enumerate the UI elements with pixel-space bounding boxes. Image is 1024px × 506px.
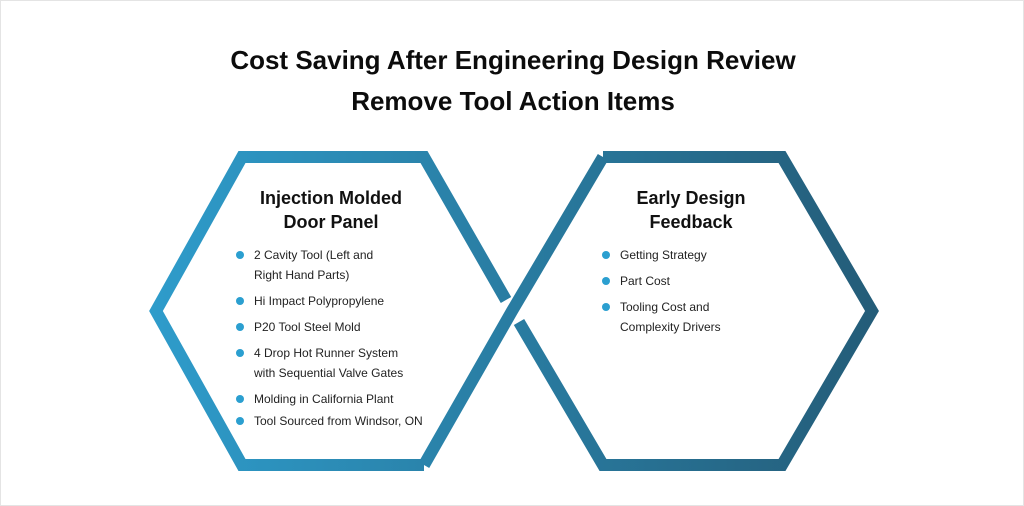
right-hexagon-list: Getting Strategy Part Cost Tooling Cost … — [602, 245, 752, 343]
bullet-icon — [236, 297, 244, 305]
list-item: Molding in California Plant — [236, 389, 436, 409]
list-item: Tooling Cost and Complexity Drivers — [602, 297, 740, 337]
list-item-text: 2 Cavity Tool (Left and Right Hand Parts… — [254, 248, 374, 282]
left-hexagon-outline — [149, 151, 512, 471]
list-item-text: 4 Drop Hot Runner System with Sequential… — [254, 346, 404, 380]
bullet-icon — [602, 277, 610, 285]
left-heading-line-2: Door Panel — [283, 212, 379, 232]
left-hexagon-heading: Injection Molded Door Panel — [231, 186, 431, 234]
list-item-text: P20 Tool Steel Mold — [254, 320, 361, 334]
left-hexagon-list: 2 Cavity Tool (Left and Right Hand Parts… — [236, 245, 436, 437]
list-item: Getting Strategy — [602, 245, 752, 265]
hexagon-crossing-edge — [418, 153, 609, 468]
list-item: Part Cost — [602, 271, 752, 291]
bullet-icon — [602, 251, 610, 259]
list-item: P20 Tool Steel Mold — [236, 317, 436, 337]
list-item-text: Part Cost — [620, 274, 671, 288]
list-item: Tool Sourced from Windsor, ON — [236, 411, 436, 431]
bullet-icon — [236, 323, 244, 331]
list-item: 2 Cavity Tool (Left and Right Hand Parts… — [236, 245, 394, 285]
list-item-text: Getting Strategy — [620, 248, 707, 262]
bullet-icon — [602, 303, 610, 311]
right-heading-line-2: Feedback — [649, 212, 733, 232]
list-item: 4 Drop Hot Runner System with Sequential… — [236, 343, 419, 383]
left-heading-line-1: Injection Molded — [260, 188, 402, 208]
right-hexagon-heading: Early Design Feedback — [591, 186, 791, 234]
bullet-icon — [236, 395, 244, 403]
right-hexagon-outline — [513, 151, 879, 471]
title-line-2: Remove Tool Action Items — [351, 86, 675, 116]
list-item-text: Hi Impact Polypropylene — [254, 294, 385, 308]
title-line-1: Cost Saving After Engineering Design Rev… — [230, 45, 796, 75]
list-item-text: Tooling Cost and Complexity Drivers — [620, 300, 721, 334]
bullet-icon — [236, 349, 244, 357]
bullet-icon — [236, 417, 244, 425]
right-heading-line-1: Early Design — [636, 188, 746, 208]
list-item-text: Molding in California Plant — [254, 392, 394, 406]
list-item-text: Tool Sourced from Windsor, ON — [254, 414, 423, 428]
bullet-icon — [236, 251, 244, 259]
list-item: Hi Impact Polypropylene — [236, 291, 436, 311]
